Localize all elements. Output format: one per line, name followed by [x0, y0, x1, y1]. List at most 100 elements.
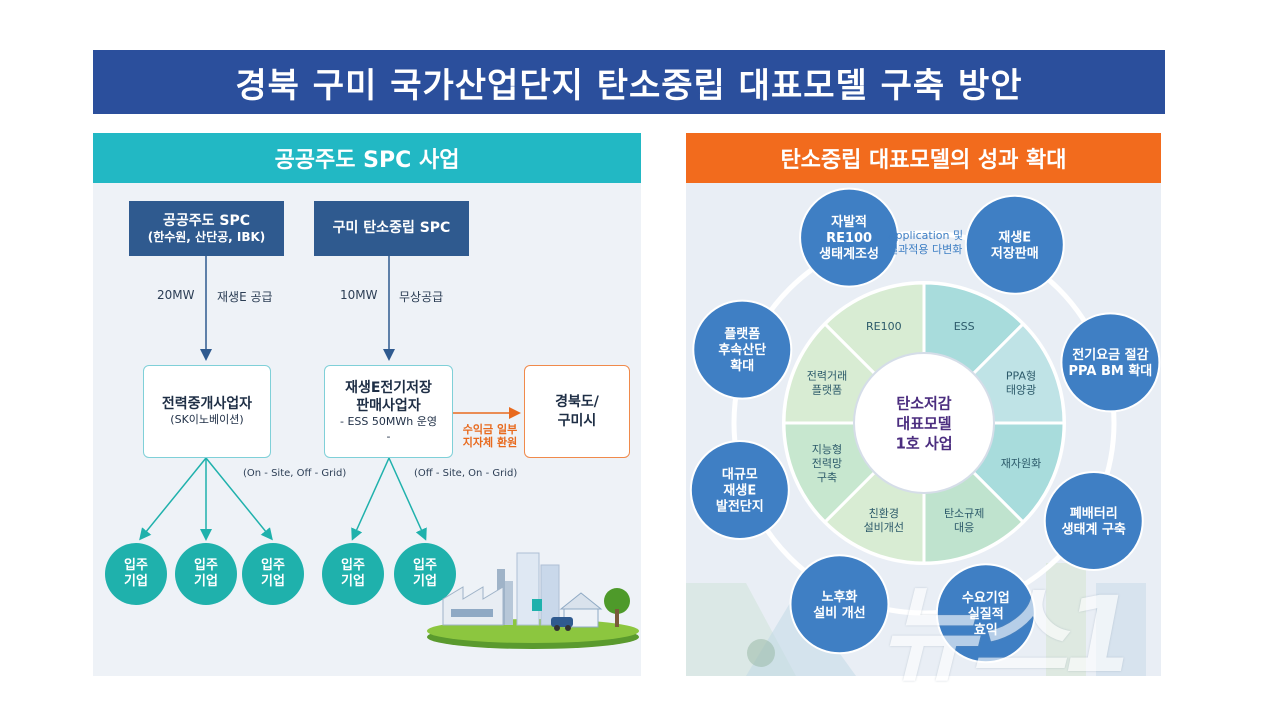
tenant-label: 기업: [194, 574, 218, 589]
wheel-segment-label-6-line: 설비개선: [864, 521, 904, 534]
outer-circle-label-5-line: 실질적: [968, 606, 1004, 622]
revenue-line1: 수익금 일부: [462, 423, 518, 436]
outer-circle-label-4-line: 폐배터리: [1070, 506, 1118, 522]
tenant-label: 기업: [413, 574, 437, 589]
wheel-segment-label-5-line: 대응: [954, 521, 974, 534]
public-spc-title: 공공주도 SPC: [162, 212, 250, 229]
wheel-segment-label-7-line: 지능형: [812, 443, 842, 456]
public-spc-header: 공공주도 SPC 사업: [93, 133, 641, 183]
tenant-label: 입주: [261, 557, 285, 573]
outer-circle-3: [1060, 312, 1161, 413]
wheel-segment-label-6-line: 친환경: [869, 507, 899, 520]
flow1-amount: 20MW: [157, 288, 195, 302]
outer-circle-5: [935, 563, 1036, 664]
outer-circle-label-1-line: 자발적: [831, 214, 867, 230]
outer-circle-label-6-line: 노후화: [822, 589, 858, 605]
center-label-line: 1호 사업: [895, 434, 952, 452]
outer-circle-label-8-line: 플랫폼: [724, 326, 760, 342]
app-note-line2: 결과적용 다변화: [888, 242, 963, 256]
center-label-line: 탄소저감: [896, 394, 951, 412]
gov-line2: 구미시: [557, 412, 597, 429]
ess-dash: -: [386, 429, 391, 443]
wheel-segment-label-1-line: RE100: [866, 320, 902, 333]
wheel-segment-label-8-line: 플랫폼: [812, 384, 842, 397]
center-label-line: 대표모델: [896, 414, 951, 432]
outer-circle-label-7-line: 재생E: [723, 484, 756, 499]
tenant-label: 기업: [341, 574, 365, 589]
outer-circle-label-3-line: PPA BM 확대: [1069, 363, 1153, 379]
ess-title-1: 재생E전기저장: [345, 380, 432, 397]
tenant-label: 기업: [124, 574, 148, 589]
performance-header: 탄소중립 대표모델의 성과 확대: [686, 133, 1161, 183]
outer-circle-label-2-line: 재생E: [998, 230, 1031, 245]
outer-circle-4: [1043, 471, 1144, 571]
outer-circle-label-6-line: 설비 개선: [813, 605, 865, 621]
gov-line1: 경북도/: [555, 394, 599, 411]
grid-note-2: (Off - Site, On - Grid): [414, 468, 518, 479]
outer-circle-label-8-line: 후속산단: [718, 342, 766, 358]
tenant-label: 입주: [124, 557, 148, 573]
wheel-segment-label-5-line: 탄소규제: [944, 507, 984, 520]
tenant-label: 입주: [194, 557, 218, 573]
outer-ring: [731, 230, 1117, 616]
public-spc-panel: 공공주도 SPC 사업 공공주도 SPC (한수원, 산단공, IBK) 구미 …: [93, 133, 641, 676]
outer-circle-label-5-line: 수요기업: [962, 591, 1010, 606]
gumi-spc-title: 구미 탄소중립 SPC: [332, 220, 451, 237]
news1-watermark: 뉴스1: [880, 574, 1136, 696]
power-broker-box: 전력중개사업자 (SK이노베이션): [143, 365, 271, 458]
tenant-company-3: 입주 기업: [242, 543, 304, 605]
wheel-segment-label-2: ESS: [954, 320, 975, 333]
wheel-segment-label-3-line: 태양광: [1006, 384, 1036, 397]
gyeongbuk-gumi-box: 경북도/ 구미시: [524, 365, 630, 458]
wheel-segment-label-1: RE100: [866, 320, 902, 333]
outer-circle-label-4-line: 생태계 구축: [1062, 522, 1126, 538]
outer-circle-2: [964, 194, 1065, 295]
industrial-complex-illustration: [427, 552, 639, 649]
tenant-company-4: 입주 기업: [322, 543, 384, 605]
revenue-line2: 지자체 환원: [462, 436, 518, 450]
flow1-label: 재생E 공급: [217, 290, 273, 304]
flow-arrows: [139, 256, 521, 541]
outer-circle-label-5-line: 효익: [974, 622, 998, 638]
gumi-spc-box: 구미 탄소중립 SPC: [314, 201, 469, 256]
public-spc-members: (한수원, 산단공, IBK): [147, 229, 266, 244]
outer-circle-label-7-line: 발전단지: [716, 499, 764, 515]
tenant-label: 입주: [341, 557, 365, 573]
flow2-amount: 10MW: [340, 288, 378, 302]
wheel-segment-label-7-line: 전력망: [812, 457, 842, 470]
power-broker-title: 전력중개사업자: [161, 396, 253, 413]
revenue-note: 수익금 일부 지자체 환원: [455, 423, 525, 449]
outer-circle-7: [689, 440, 790, 541]
page-title: 경북 구미 국가산업단지 탄소중립 대표모델 구축 방안: [93, 50, 1165, 114]
flow2-label: 무상공급: [399, 290, 444, 304]
tenant-label: 입주: [413, 557, 437, 573]
tenant-label: 기업: [261, 574, 285, 589]
outer-circle-label-1-line: 생태계조성: [819, 247, 879, 262]
application-note: Application 및 결과적용 다변화: [888, 229, 1028, 257]
wheel-segment-label-4-line: 재자원화: [1001, 457, 1041, 470]
wheel-segment-label-4: 재자원화: [1001, 457, 1041, 470]
center-circle: [853, 352, 995, 494]
outer-circle-6: [789, 554, 890, 655]
tenant-company-1: 입주 기업: [105, 543, 167, 605]
outer-circle-label-8-line: 확대: [730, 358, 754, 374]
wheel-segment-label-7-line: 구축: [817, 471, 837, 484]
public-spc-box: 공공주도 SPC (한수원, 산단공, IBK): [129, 201, 284, 256]
wheel-segment-label-3-line: PPA형: [1006, 370, 1036, 383]
outer-circle-label-1-line: RE100: [826, 231, 872, 246]
outer-circle-label-2-line: 저장판매: [991, 245, 1039, 261]
app-note-line1: Application 및: [888, 229, 964, 242]
outer-circle-8: [692, 299, 793, 400]
power-broker-sub: (SK이노베이션): [170, 413, 244, 427]
